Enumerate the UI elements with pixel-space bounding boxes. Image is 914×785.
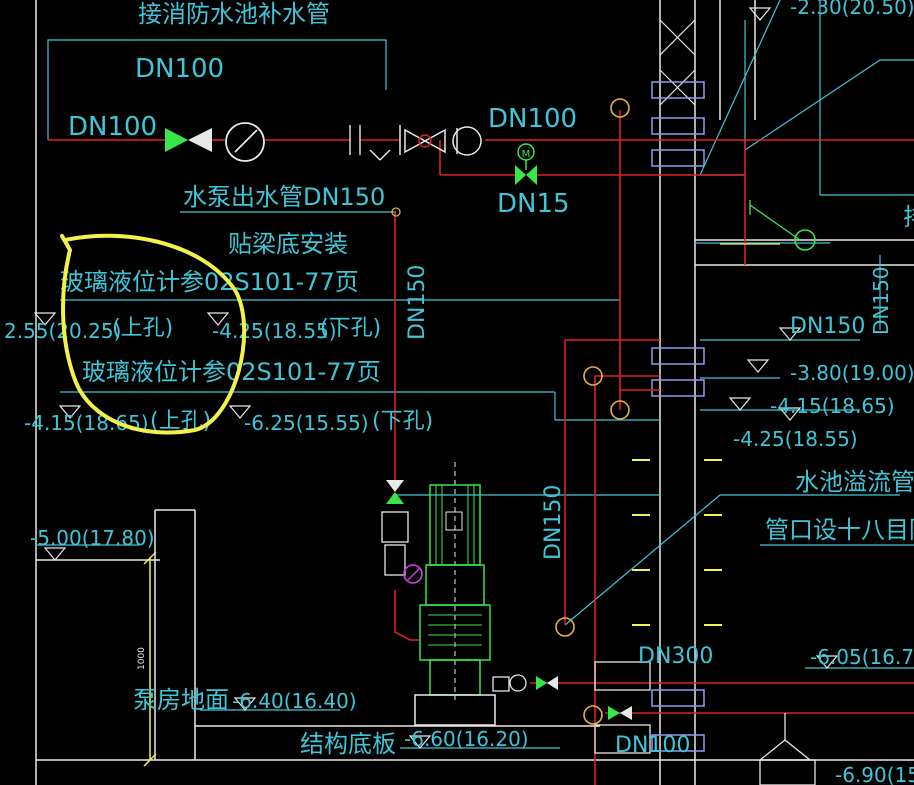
dn150-right-vertical: DN150: [869, 266, 893, 335]
dn150-vertical-label: DN150: [405, 265, 430, 340]
gate-valve-left: [165, 128, 212, 152]
overflow-green-circle: [794, 229, 816, 251]
floor-dimension: [143, 551, 157, 767]
red-pipes: [48, 110, 914, 785]
elevation-425: -4.25(18.55): [212, 319, 337, 343]
top-right-elevation: -2.30(20.50): [790, 0, 914, 19]
elevation-425-right: -4.25(18.55): [733, 427, 858, 451]
dn300-label: DN300: [638, 644, 713, 669]
overflow-label: 水池溢流管: [795, 468, 914, 496]
pump-inlet-fittings: [381, 480, 423, 584]
check-valve-group: [399, 125, 482, 156]
elevation-415-right: -4.15(18.65): [770, 394, 895, 418]
lower-hole-2: (下孔): [372, 409, 433, 434]
dn100-bottom-label: DN100: [615, 733, 690, 758]
lower-hole-1: (下孔): [320, 316, 381, 341]
highlight-annotation-circle: [60, 233, 247, 435]
right-edge-partial: 排: [903, 203, 914, 231]
structural-slab-label: 结构底板: [300, 730, 396, 758]
dn100-upper-label: DN100: [135, 54, 224, 84]
building-walls: [35, 0, 914, 785]
elevation-markers: [33, 7, 839, 749]
upper-hole-1: (上孔): [112, 316, 173, 341]
elevation-640: -6.40(16.40): [232, 689, 357, 713]
elevation-415: -4.15(18.65): [24, 411, 149, 435]
pump-outlet-fittings: [492, 674, 632, 720]
motorized-valve-dn15: M: [515, 143, 537, 185]
dn100-left-label: DN100: [68, 112, 157, 142]
vertical-pump: [414, 462, 496, 726]
dn150-right-label: DN150: [790, 314, 865, 339]
elevation-605: -6.05(16.75): [810, 645, 914, 669]
green-slope-line: [749, 204, 801, 241]
dn100-mid-label: DN100: [488, 104, 577, 134]
dn15-label: DN15: [497, 189, 570, 219]
elevation-500: -5.00(17.80): [30, 526, 155, 550]
wall-hatch-marks: [659, 19, 696, 106]
beam-mount-label: 贴梁底安装: [228, 230, 348, 258]
pipe-sleeves: [651, 81, 705, 752]
pump-room-floor-label: 泵房地面: [133, 686, 229, 714]
pump-outlet-label: 水泵出水管DN150: [183, 183, 385, 211]
elevation-625: -6.25(15.55): [244, 411, 369, 435]
gauge-note-1: 玻璃液位计参02S101-77页: [60, 268, 359, 296]
pressure-gauge-icon: [225, 122, 265, 162]
floor-height-dimension: 1000: [137, 647, 147, 670]
yellow-tick-marks: [632, 459, 722, 626]
elevation-690: -6.90(15.9: [835, 763, 914, 785]
gauge-note-2: 玻璃液位计参02S101-77页: [82, 358, 381, 386]
elevation-380: -3.80(19.00): [790, 361, 914, 385]
stop-valve-symbol: [349, 125, 391, 161]
insect-screen-label: 管口设十八目防虫: [765, 516, 914, 544]
motor-valve-m-label: M: [522, 149, 531, 160]
top-partial-label: 接消防水池补水管: [138, 0, 330, 28]
pipe-end-circles: [555, 98, 630, 725]
elevation-660: -6.60(16.20): [404, 727, 529, 751]
dn150-vertical-label-2: DN150: [541, 485, 566, 560]
sump-boxes: [594, 661, 816, 785]
